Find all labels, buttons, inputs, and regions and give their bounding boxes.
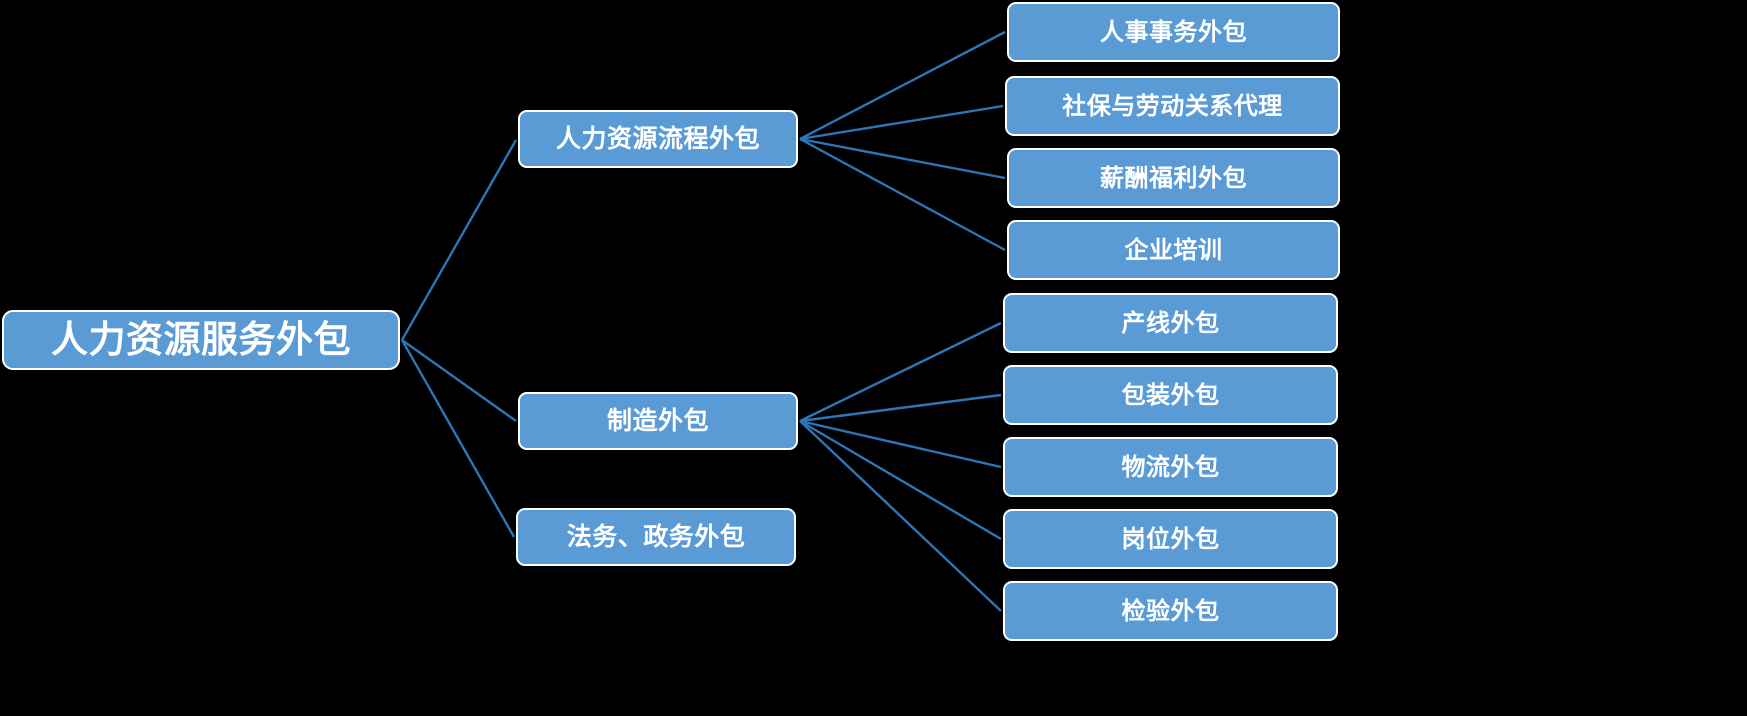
- node-leaf-hr-affairs[interactable]: 人事事务外包: [1007, 2, 1340, 62]
- node-label: 企业培训: [1124, 235, 1223, 264]
- node-leaf-enterprise-training[interactable]: 企业培训: [1007, 220, 1340, 280]
- node-label: 法务、政务外包: [566, 522, 746, 552]
- connector-line: [400, 339, 516, 538]
- node-label: 人事事务外包: [1100, 17, 1247, 46]
- connector-line: [799, 419, 1002, 469]
- connector-line: [799, 420, 1002, 612]
- node-branch-hr-process[interactable]: 人力资源流程外包: [518, 110, 798, 168]
- node-label: 物流外包: [1121, 452, 1220, 481]
- node-leaf-post-outsourcing[interactable]: 岗位外包: [1003, 509, 1338, 569]
- node-root[interactable]: 人力资源服务外包: [2, 310, 400, 370]
- node-leaf-inspection[interactable]: 检验外包: [1003, 581, 1338, 641]
- node-branch-legal-gov[interactable]: 法务、政务外包: [516, 508, 796, 566]
- connector-line: [401, 339, 517, 422]
- connector-line: [799, 393, 1002, 423]
- node-leaf-logistics[interactable]: 物流外包: [1003, 437, 1338, 497]
- node-label: 人力资源流程外包: [555, 124, 760, 154]
- node-label: 制造外包: [606, 406, 709, 436]
- node-leaf-production-line[interactable]: 产线外包: [1003, 293, 1338, 353]
- connector-line: [799, 321, 1002, 423]
- node-label: 检验外包: [1121, 596, 1220, 625]
- node-label: 薪酬福利外包: [1100, 163, 1247, 192]
- node-label: 包装外包: [1121, 380, 1220, 409]
- connector-line: [799, 137, 1006, 252]
- node-label: 人力资源服务外包: [51, 317, 351, 361]
- node-leaf-social-insurance[interactable]: 社保与劳动关系代理: [1005, 76, 1340, 136]
- node-branch-manufacturing[interactable]: 制造外包: [518, 392, 798, 450]
- node-label: 社保与劳动关系代理: [1062, 91, 1283, 120]
- connector-line: [799, 137, 1006, 180]
- connector-line: [799, 104, 1004, 141]
- connector-line: [799, 419, 1002, 541]
- node-leaf-comp-benefits[interactable]: 薪酬福利外包: [1007, 148, 1340, 208]
- node-label: 产线外包: [1121, 308, 1220, 337]
- node-leaf-packaging[interactable]: 包装外包: [1003, 365, 1338, 425]
- connector-line: [799, 30, 1006, 141]
- node-label: 岗位外包: [1121, 524, 1220, 553]
- connector-line: [400, 139, 518, 341]
